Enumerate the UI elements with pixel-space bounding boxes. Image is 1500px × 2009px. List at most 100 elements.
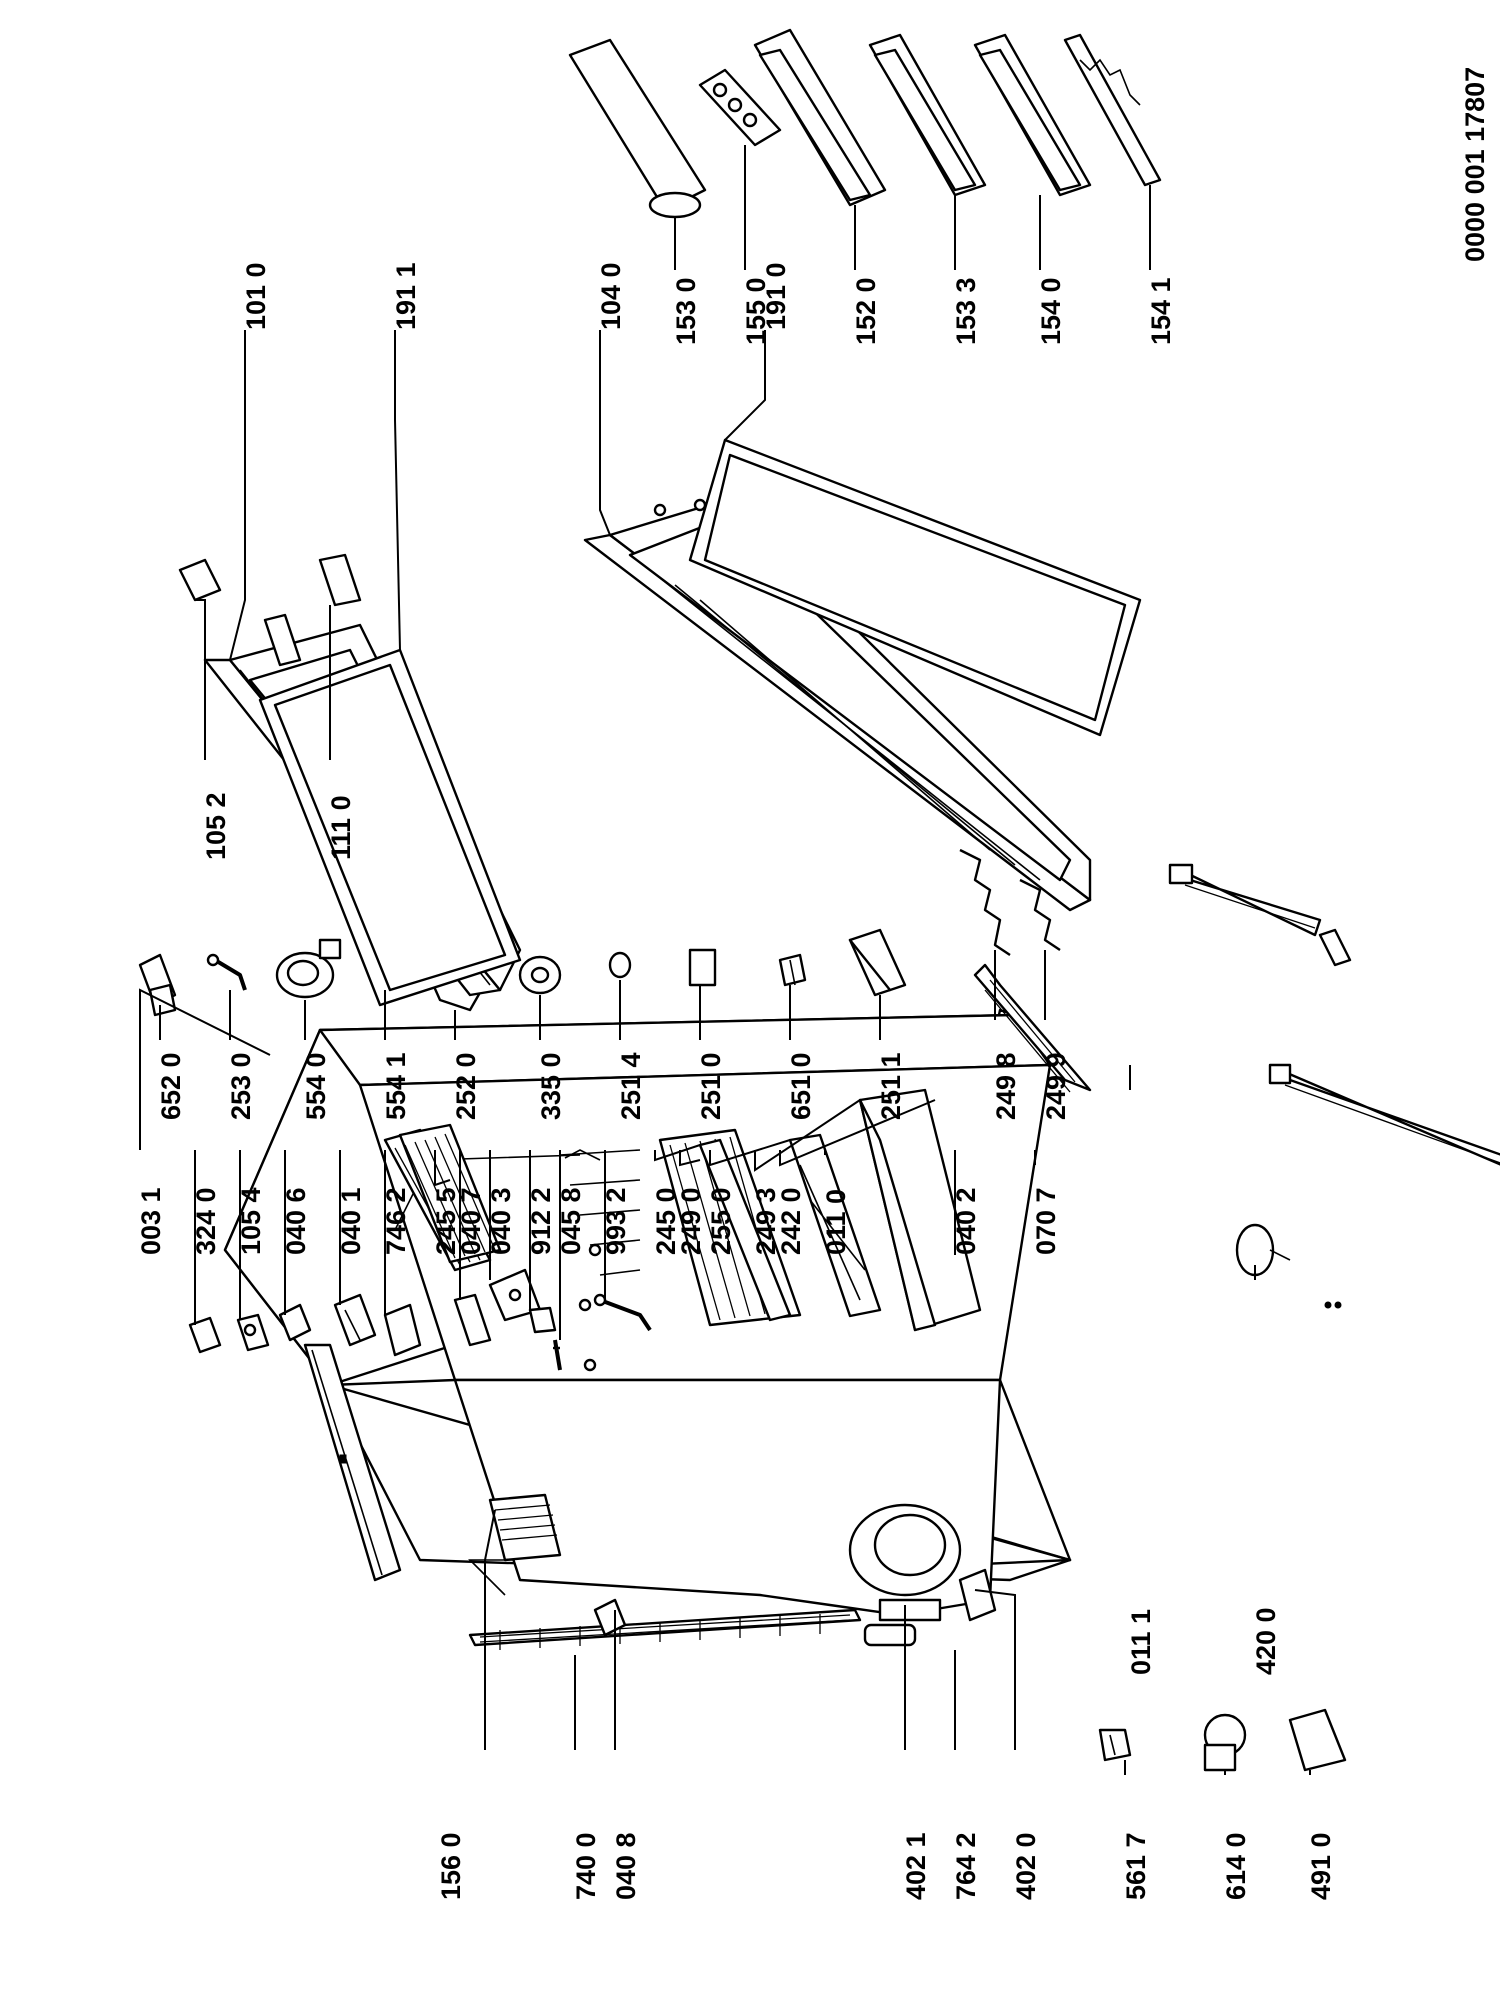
label-402-0: 402 0 [1011,1832,1041,1900]
label-040-3: 040 3 [486,1187,516,1255]
label-251-1: 251 1 [876,1052,906,1120]
label-191-1: 191 1 [391,262,421,330]
part-040-8 [593,1598,627,1637]
overload-614-0 [1203,1713,1247,1772]
label-155-0: 155 0 [741,277,771,345]
label-993-2: 993 2 [601,1187,631,1255]
label-045-8: 045 8 [556,1187,586,1255]
part-652-0 [138,953,177,1017]
part-105-4 [236,1313,270,1352]
label-040-8: 040 8 [611,1832,641,1900]
label-104-0: 104 0 [596,262,626,330]
label-011-0: 011 0 [821,1189,851,1255]
part-045-8 [553,1339,562,1371]
part-251-4 [608,951,632,979]
part-251-0 [688,948,717,987]
label-191-0: 191 0 [761,262,791,330]
hinge-cover-111-0 [318,553,362,607]
label-105-4: 105 4 [236,1187,266,1255]
small-parts-left [188,1293,652,1371]
lamp-cover-251-1 [848,928,907,997]
hinge-parts-105-2 [178,558,302,667]
label-614-0: 614 0 [1221,1832,1251,1900]
label-249-9: 249 9 [1041,1052,1071,1120]
label-561-7: 561 7 [1121,1832,1151,1900]
label-070-7: 070 7 [1031,1187,1061,1255]
bottom-grille-070-7 [973,963,1092,1093]
part-labels: 003 1 324 0 105 4 040 6 040 1 746 2 245 … [136,262,1336,1900]
label-040-1: 040 1 [336,1187,366,1255]
label-156-0: 156 0 [436,1832,466,1900]
label-154-0: 154 0 [1036,277,1066,345]
label-335-0: 335 0 [536,1052,566,1120]
control-parts [138,848,1061,1017]
evaporator-lower [488,1493,562,1562]
label-242-0: 242 0 [776,1187,806,1255]
part-993-2 [593,1293,652,1332]
label-154-1: 154 1 [1146,277,1176,345]
label-402-1: 402 1 [901,1832,931,1900]
crisper-drawer [858,1088,982,1332]
part-249-9 [1019,878,1061,951]
label-491-0: 491 0 [1306,1832,1336,1900]
part-324-0 [188,1316,222,1354]
part-912-2 [528,1306,557,1334]
label-746-2: 746 2 [381,1187,411,1255]
label-554-1: 554 1 [381,1052,411,1120]
label-652-0: 652 0 [156,1052,186,1120]
label-420-0: 420 0 [1251,1607,1281,1675]
part-040-1 [333,1293,377,1347]
door-hinge-rail-011-1 [1268,1063,1500,1166]
label-324-0: 324 0 [191,1187,221,1255]
part-335-0 [518,955,562,995]
label-764-2: 764 2 [951,1832,981,1900]
cover-491-0 [1288,1708,1347,1772]
label-152-0: 152 0 [851,277,881,345]
label-249-3: 249 3 [751,1187,781,1255]
label-040-7: 040 7 [456,1187,486,1255]
label-003-1: 003 1 [136,1187,166,1255]
door-shelf-153-0 [568,38,707,219]
door-gasket-191-1 [258,648,522,1007]
dryer-filter-764-2 [863,1623,917,1647]
part-040-2 [1318,928,1352,967]
label-912-2: 912 2 [526,1187,556,1255]
fridge-door-104-0 [583,498,1092,912]
part-040-6 [278,1303,312,1342]
door-shelf-153-3 [868,33,987,197]
label-153-0: 153 0 [671,277,701,345]
label-105-2: 105 2 [201,792,231,860]
label-101-0: 101 0 [241,262,271,330]
condenser-740-0 [468,1608,862,1650]
label-554-0: 554 0 [301,1052,331,1120]
label-251-0: 251 0 [696,1052,726,1120]
door-shelf-154-0 [973,33,1092,197]
label-245-5: 245 5 [431,1187,461,1255]
document-code: 0000 001 17807 [1460,67,1490,262]
label-651-0: 651 0 [786,1052,816,1120]
capacitor-420-0 [1235,1223,1342,1309]
compressor-base-402-0 [958,1568,997,1622]
label-252-0: 252 0 [451,1052,481,1120]
bottle-shelf-152-0 [753,28,887,207]
part-040-7 [453,1293,492,1347]
door-shelf-154-1 [1063,33,1162,187]
compressor-402-1 [848,1503,962,1622]
label-011-1: 011 1 [1126,1609,1156,1675]
label-111-0: 111 0 [326,795,356,860]
label-245-0: 245 0 [651,1187,681,1255]
leader-lines [139,145,1311,1775]
door-hinge-rail-011-0 [1168,863,1322,937]
part-746-2 [383,1303,422,1357]
label-253-0: 253 0 [226,1052,256,1120]
glass-shelf [698,1138,792,1322]
label-153-3: 153 3 [951,277,981,345]
part-253-0 [206,953,247,991]
egg-tray-155-0 [698,68,782,147]
relay-561-7 [1098,1728,1132,1762]
knob-554-0 [275,938,342,999]
label-740-0: 740 0 [571,1832,601,1900]
part-651-0 [778,953,807,987]
